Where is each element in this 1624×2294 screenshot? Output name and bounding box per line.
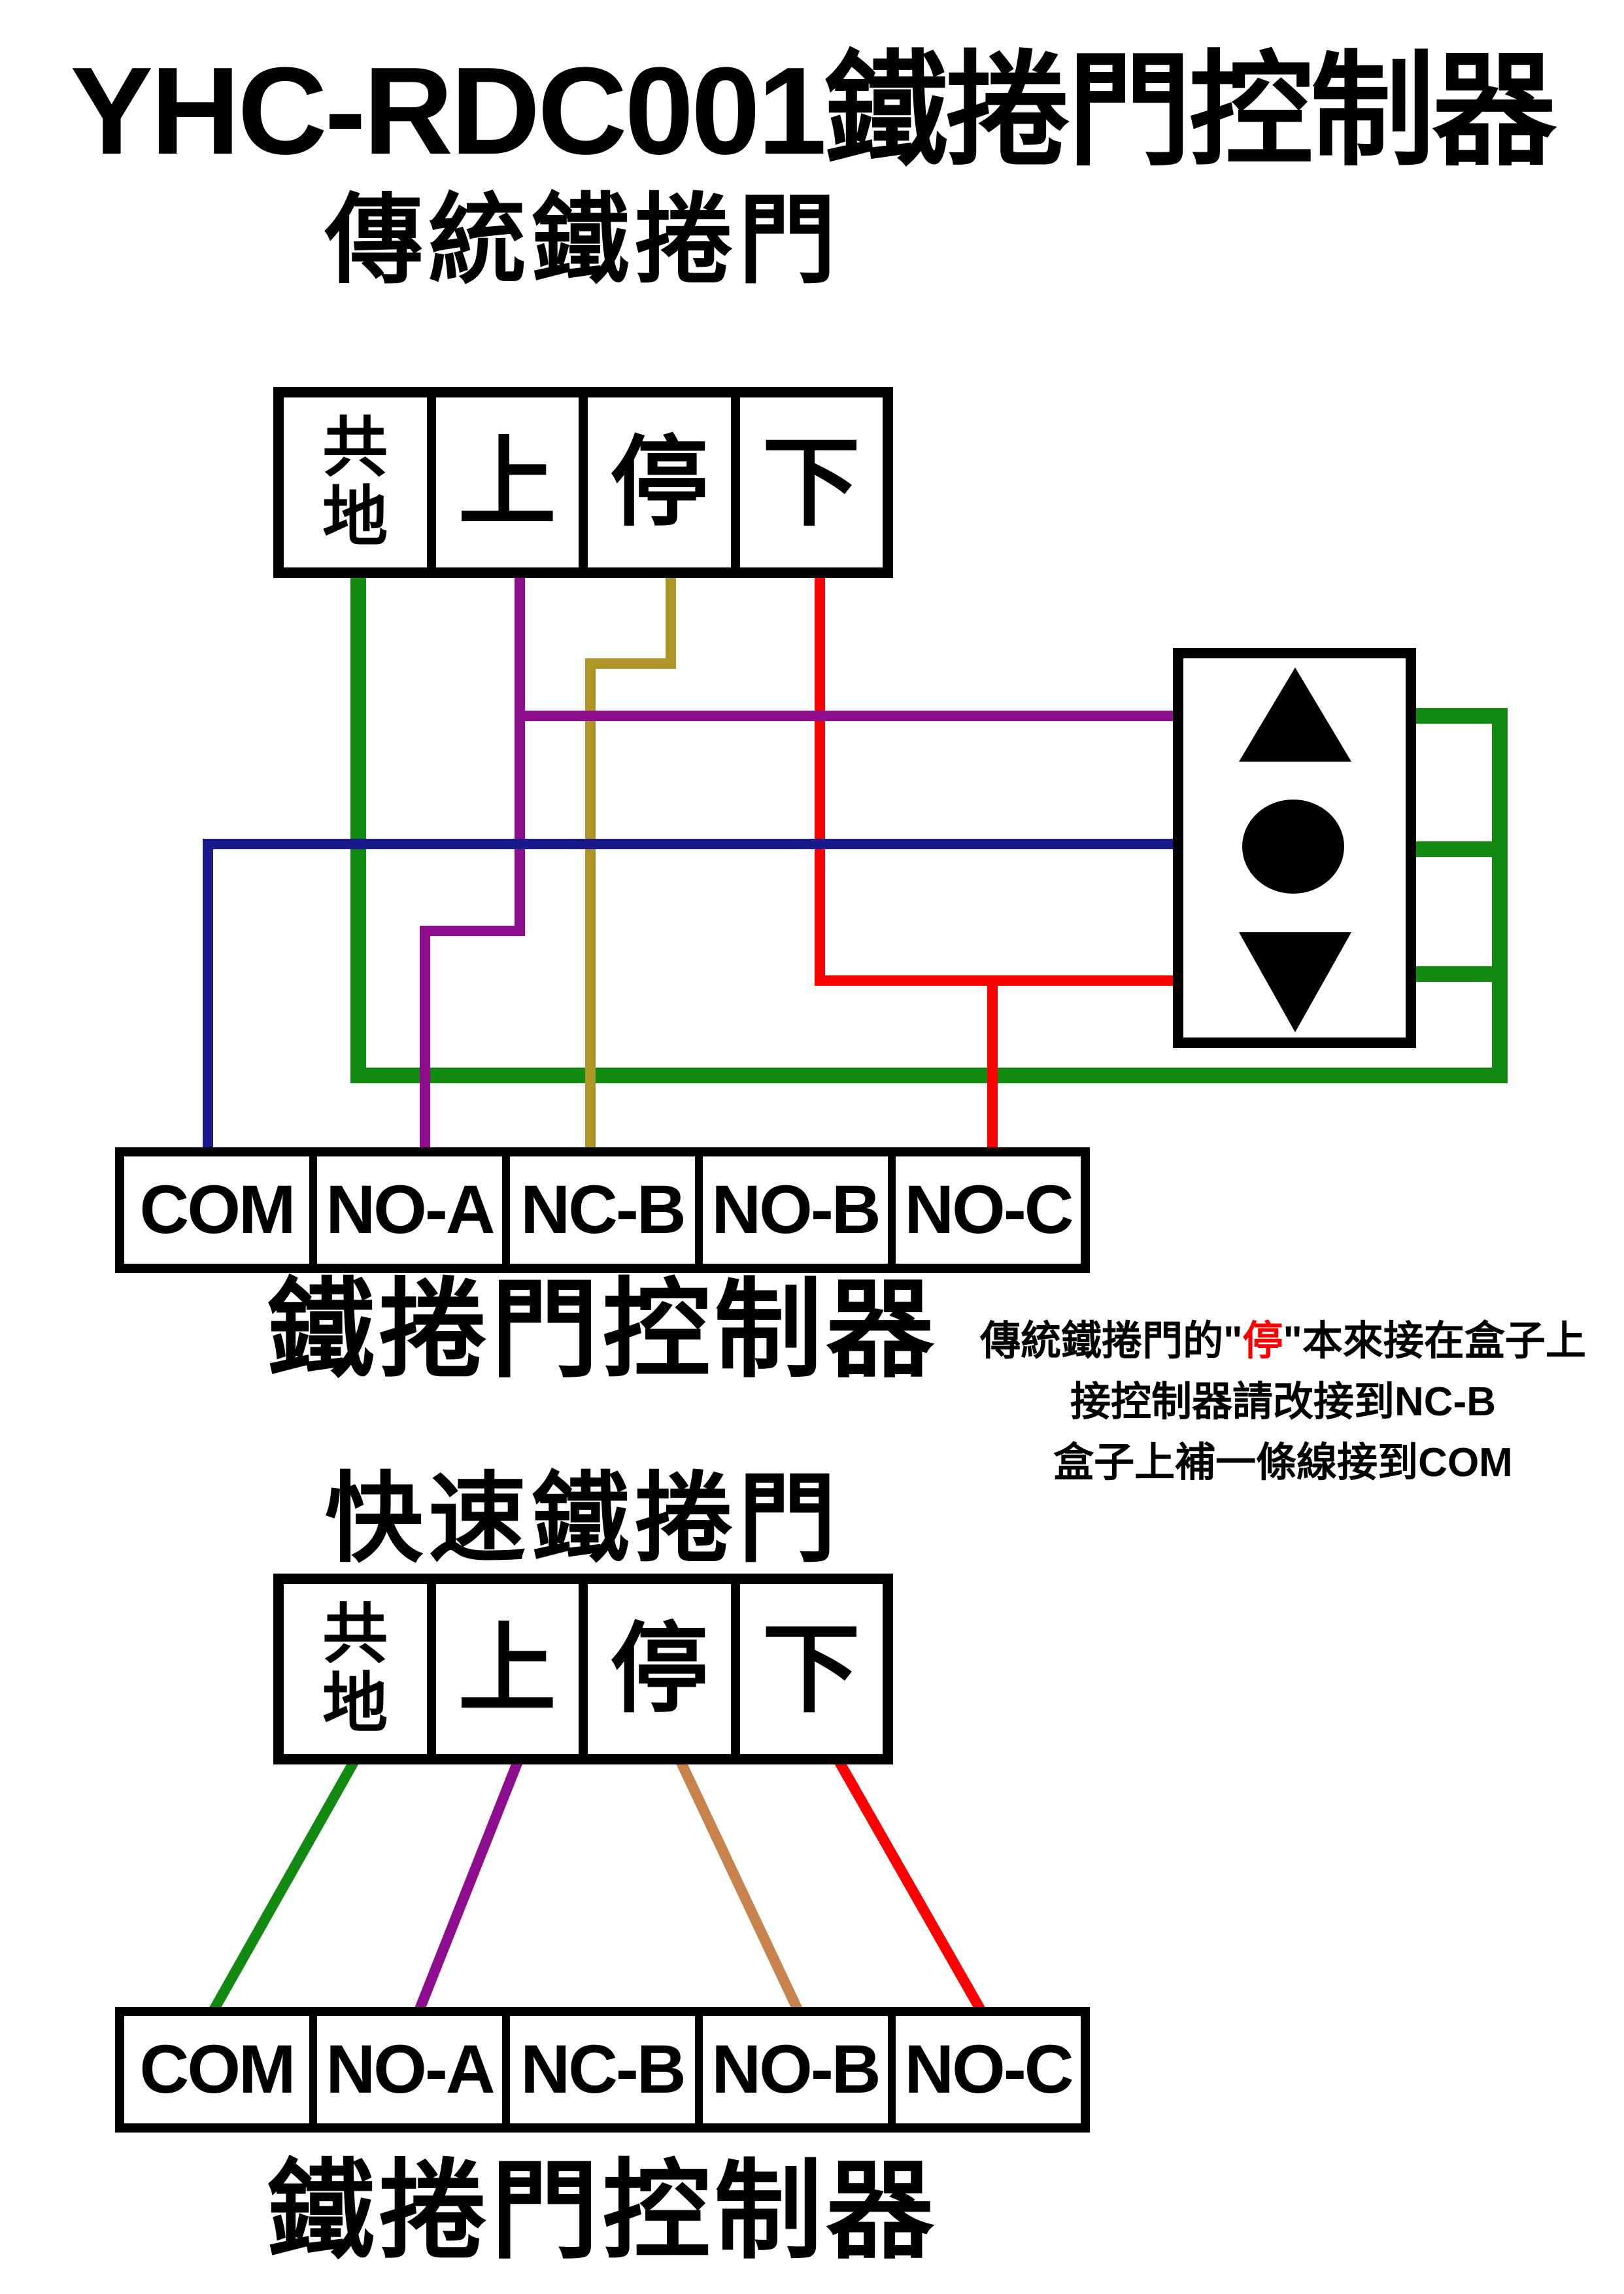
note-line1-post: "本來接在盒子上: [1283, 1319, 1586, 1364]
controller-terminal-nc-b: NC-B: [502, 1156, 695, 1264]
wire-navy-com-to-switch-stop: [203, 839, 1180, 1152]
traditional-door-heading: 傳統鐵捲門: [324, 185, 841, 295]
fast-door-terminal-block: 共 地 上 停 下: [273, 1574, 893, 1764]
wire-fast-purple-up-to-noa: [413, 1758, 524, 2014]
controller-terminal-block-fast: COM NO-A NC-B NO-B NO-C: [115, 2007, 1090, 2133]
fast-controller-terminal-no-b: NO-B: [695, 2016, 888, 2123]
controller-terminal-no-c: NO-C: [888, 1156, 1081, 1264]
terminal-common-ground: 共 地: [322, 411, 388, 554]
controller-label-fast: 鐵捲門控制器: [267, 2151, 938, 2271]
traditional-door-terminal-block: 共 地 上 停 下: [273, 387, 893, 578]
fast-controller-terminal-com: COM: [139, 2031, 296, 2108]
controller-terminal-no-b: NO-B: [695, 1156, 888, 1264]
wire-fast-red-down-to-noc: [834, 1757, 987, 2015]
controller-terminal-block-traditional: COM NO-A NC-B NO-B NO-C: [115, 1147, 1090, 1273]
wire-fast-green-common-to-com: [208, 1757, 360, 2015]
wall-switch-box: [1173, 648, 1416, 1048]
fast-terminal-common-ground: 共 地: [322, 1598, 388, 1740]
page-title: YHC-RDC001鐵捲門控制器: [70, 42, 1556, 180]
up-arrow-icon: [1239, 667, 1351, 762]
controller-terminal-no-a: NO-A: [309, 1156, 502, 1264]
down-arrow-icon: [1239, 932, 1351, 1032]
fast-terminal-stop: 停: [579, 1584, 731, 1754]
terminal-stop: 停: [579, 397, 731, 567]
fast-controller-terminal-nc-b: NC-B: [502, 2016, 695, 2123]
fast-terminal-down: 下: [730, 1584, 883, 1754]
note-line-2: 接控制器請改接到NC-B: [1070, 1379, 1496, 1425]
wire-green-common-to-switch: [350, 574, 1508, 1083]
note-line1-pre: 傳統鐵捲門的": [980, 1319, 1243, 1364]
wire-red-down-to-switch: [815, 574, 1180, 986]
controller-terminal-com: COM: [139, 1172, 296, 1248]
fast-door-heading: 快速鐵捲門: [324, 1464, 841, 1574]
note-line-3: 盒子上補一條線接到COM: [1053, 1440, 1513, 1485]
note-line-1: 傳統鐵捲門的"停"本來接在盒子上: [951, 1311, 1615, 1372]
controller-label-traditional: 鐵捲門控制器: [267, 1270, 938, 1390]
terminal-up: 上: [426, 397, 579, 567]
note-line1-stop-red: 停: [1242, 1319, 1283, 1364]
wall-switch-buttons: [1239, 667, 1351, 1032]
fast-controller-terminal-no-c: NO-C: [888, 2016, 1081, 2123]
wire-purple-up-to-noa: [420, 574, 525, 1152]
stop-circle-icon: [1242, 800, 1344, 894]
fast-controller-terminal-no-a: NO-A: [309, 2016, 502, 2123]
wire-fast-orange-stop-to-nob: [675, 1757, 804, 2015]
terminal-down: 下: [730, 397, 883, 567]
fast-terminal-up: 上: [426, 1584, 579, 1754]
wire-olive-stop-to-ncb: [585, 574, 676, 1152]
wiring-note: 傳統鐵捲門的"停"本來接在盒子上 接控制器請改接到NC-B 盒子上補一條線接到C…: [951, 1311, 1615, 1493]
